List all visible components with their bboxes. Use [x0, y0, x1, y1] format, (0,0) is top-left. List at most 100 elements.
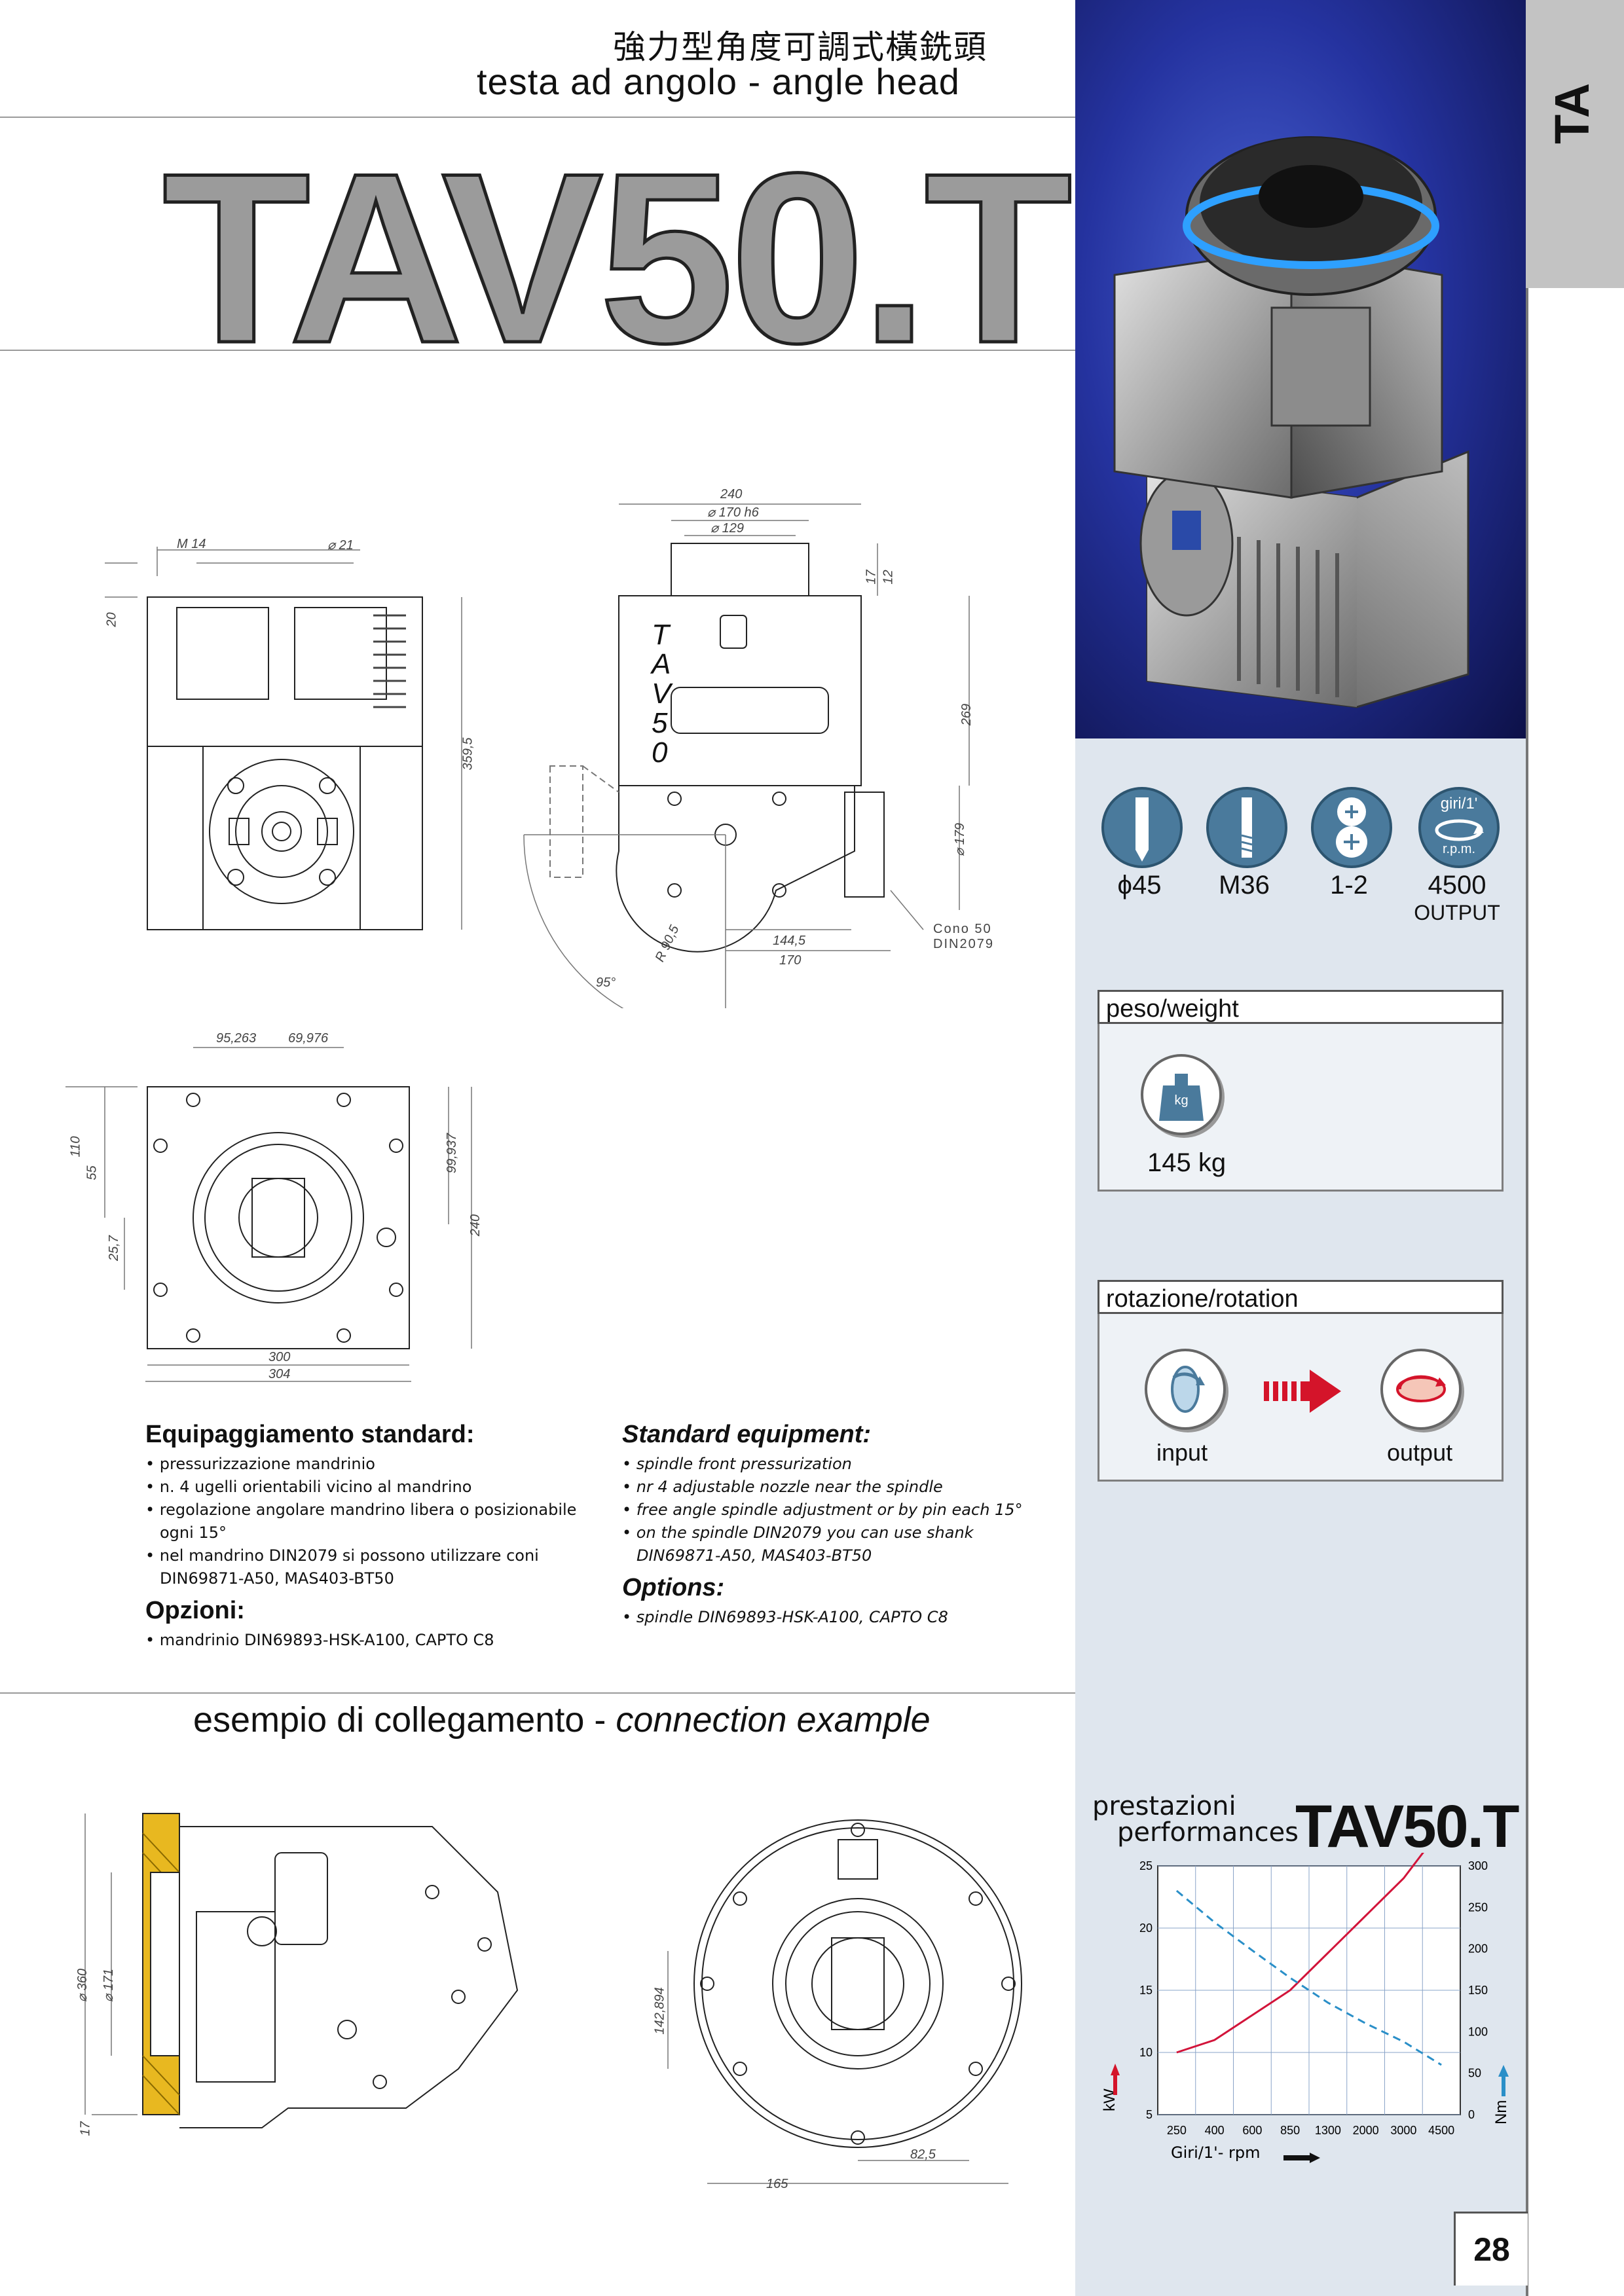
- product-photo: [1075, 0, 1526, 738]
- spec-ratio-value: 1-2: [1330, 871, 1368, 900]
- rpm-arrow-icon: [1310, 2153, 1320, 2163]
- chart-y-right-tick: 50: [1468, 2067, 1481, 2080]
- chart-y-right-label: Nm: [1492, 2100, 1510, 2124]
- tap-icon: [1206, 787, 1287, 868]
- equipment-list-it: pressurizzazione mandrinio n. 4 ugelli o…: [145, 1453, 584, 1590]
- dim-20: 20: [104, 612, 119, 627]
- list-item: mandrinio DIN69893-HSK-A100, CAPTO C8: [145, 1629, 584, 1652]
- connection-side-drawing: ⌀ 360 ⌀ 171 17: [65, 1794, 589, 2160]
- weight-icon-label: kg: [1174, 1093, 1189, 1108]
- connection-front-drawing: 142,894 82,5 165: [642, 1794, 1048, 2200]
- list-item: free angle spindle adjustment or by pin …: [622, 1499, 1028, 1522]
- chart-y-left-tick: 25: [1139, 1859, 1153, 1872]
- dim-95deg: 95°: [596, 975, 616, 990]
- cone-label: Cono 50 DIN2079: [933, 922, 994, 951]
- list-item: nel mandrino DIN2079 si possono utilizza…: [145, 1544, 584, 1590]
- connection-title-it: esempio di collegamento -: [193, 1700, 616, 1740]
- chart-y-right-tick: 300: [1468, 1859, 1488, 1872]
- rpm-top-label: giri/1': [1440, 795, 1478, 812]
- page-title: TAV50.T: [160, 123, 1073, 393]
- rotation-input-label: input: [1156, 1439, 1208, 1466]
- options-list-en: spindle DIN69893-HSK-A100, CAPTO C8: [622, 1606, 1028, 1629]
- list-item: n. 4 ugelli orientabili vicino al mandri…: [145, 1476, 584, 1499]
- dim-170: 170: [779, 953, 802, 968]
- equipment-heading-en: Standard equipment:: [622, 1421, 872, 1448]
- dim-55: 55: [84, 1165, 100, 1180]
- rotation-output-label: output: [1387, 1439, 1453, 1466]
- tav50-letter: 5: [652, 707, 668, 739]
- chinese-title: 強力型角度可調式橫銑頭: [613, 28, 987, 66]
- dim-17-conn: 17: [78, 2121, 93, 2136]
- list-item: pressurizzazione mandrinio: [145, 1453, 584, 1476]
- tav50-letter: T: [652, 619, 669, 651]
- chart-y-left-tick: 5: [1146, 2108, 1153, 2121]
- rotation-arrow-icon: [1264, 1368, 1342, 1417]
- chart-y-right-tick: 150: [1468, 1984, 1488, 1997]
- tav50-letter: V: [652, 678, 671, 710]
- options-list-it: mandrinio DIN69893-HSK-A100, CAPTO C8: [145, 1629, 584, 1652]
- connection-rule: [0, 1692, 1075, 1694]
- options-heading-en: Options:: [622, 1574, 725, 1601]
- dim-3595: 359,5: [460, 737, 475, 771]
- equipment-list-en: spindle front pressurization nr 4 adjust…: [622, 1453, 1028, 1567]
- dim-300: 300: [268, 1350, 291, 1364]
- front-view-drawing: M 14 ⌀ 21 20 359,5: [98, 524, 491, 943]
- dim-m14: M 14: [177, 537, 206, 551]
- chart-x-tick: 1300: [1315, 2124, 1341, 2137]
- list-item: regolazione angolare mandrino libera o p…: [145, 1499, 584, 1544]
- side-view-drawing: 240 ⌀ 170 h6 ⌀ 129 17 12 269 ⌀ 179 R 90,…: [511, 484, 1048, 1037]
- kw-arrow-icon: [1113, 2075, 1117, 2095]
- page-number: 28: [1473, 2231, 1510, 2268]
- tab-rule: [1526, 288, 1528, 2296]
- title-rule: [0, 350, 1075, 351]
- chart-title: TAV50.T: [1295, 1793, 1519, 1860]
- dim-257: 25,7: [106, 1235, 121, 1261]
- chart-y-right-tick: 250: [1468, 1901, 1488, 1914]
- output-rotation-icon: [1380, 1349, 1462, 1430]
- chart-y-left-tick: 10: [1139, 2046, 1153, 2059]
- spec-rpm-value: 4500: [1428, 871, 1486, 900]
- section-tab: TA: [1526, 0, 1624, 288]
- chart-x-tick: 600: [1242, 2124, 1262, 2137]
- list-item: on the spindle DIN2079 you can use shank…: [622, 1522, 1028, 1567]
- bottom-view-drawing: 95,263 69,976 110 55 25,7 99,937 240 300…: [65, 1028, 524, 1394]
- dim-240: 240: [720, 487, 743, 501]
- rotation-heading: rotazione/rotation: [1098, 1280, 1504, 1314]
- chart-x-tick: 400: [1205, 2124, 1225, 2137]
- dim-142894: 142,894: [652, 1987, 667, 2035]
- dim-1445: 144,5: [773, 934, 806, 948]
- weight-icon: kg: [1141, 1054, 1222, 1135]
- rpm-bottom-label: r.p.m.: [1442, 842, 1475, 856]
- weight-value: 145 kg: [1147, 1148, 1227, 1177]
- list-item: nr 4 adjustable nozzle near the spindle: [622, 1476, 1028, 1499]
- chart-x-tick: 250: [1167, 2124, 1187, 2137]
- chart-x-tick: 3000: [1390, 2124, 1416, 2137]
- weight-heading: peso/weight: [1098, 990, 1504, 1024]
- connection-title: esempio di collegamento - connection exa…: [193, 1700, 931, 1740]
- dim-269: 269: [959, 703, 974, 726]
- rpm-arrow-icon: [1283, 2155, 1310, 2160]
- chart-x-tick: 850: [1280, 2124, 1300, 2137]
- dim-d171: ⌀ 171: [101, 1969, 116, 2002]
- kw-arrow-icon: [1111, 2064, 1120, 2075]
- options-heading-it: Opzioni:: [145, 1597, 245, 1624]
- equipment-heading-it: Equipaggiamento standard:: [145, 1421, 475, 1448]
- tav50-letter: 0: [652, 737, 668, 769]
- chart-x-tick: 4500: [1428, 2124, 1454, 2137]
- chart-label-it: prestazioni: [1092, 1791, 1236, 1821]
- spec-drill-value: ϕ45: [1117, 871, 1162, 900]
- dim-12: 12: [881, 570, 896, 585]
- section-tab-label: TA: [1545, 82, 1599, 144]
- equipment-italian: Equipaggiamento standard: pressurizzazio…: [145, 1421, 584, 1652]
- nm-arrow-icon: [1502, 2077, 1505, 2096]
- dim-d129: ⌀ 129: [710, 521, 744, 536]
- chart-y-right-tick: 100: [1468, 2025, 1488, 2038]
- list-item: spindle DIN69893-HSK-A100, CAPTO C8: [622, 1606, 1028, 1629]
- dim-d360: ⌀ 360: [75, 1969, 90, 2002]
- equipment-english: Standard equipment: spindle front pressu…: [622, 1421, 1028, 1629]
- dim-d21: ⌀ 21: [327, 538, 354, 553]
- chart-y-left-tick: 15: [1139, 1984, 1153, 1997]
- chart-y-left-tick: 20: [1139, 1922, 1153, 1935]
- page-subtitle: testa ad angolo - angle head: [477, 61, 960, 102]
- chart-x-tick: 2000: [1353, 2124, 1379, 2137]
